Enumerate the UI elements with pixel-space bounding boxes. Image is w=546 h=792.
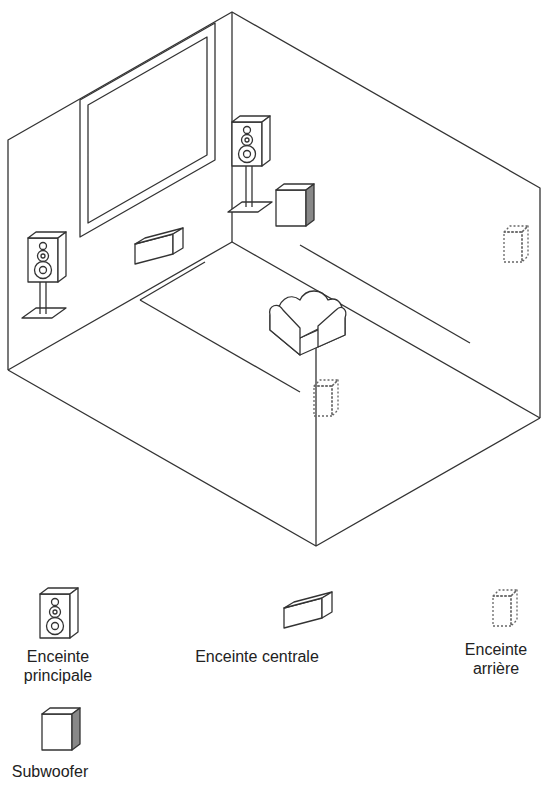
legend-label: Enceinte principale — [0, 647, 116, 685]
legend-label: Enceinte centrale — [172, 647, 342, 666]
legend-label: Subwoofer — [0, 762, 100, 781]
legend-label: Enceinte arrière — [450, 640, 542, 678]
